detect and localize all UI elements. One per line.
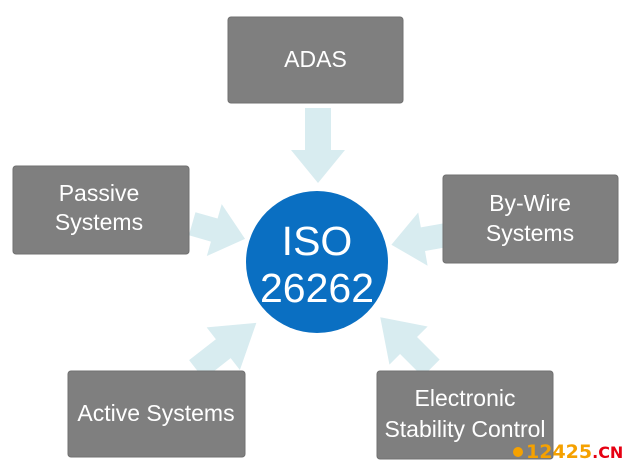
center-label-line2: 26262 bbox=[260, 265, 374, 311]
node-by-wire-systems-label-line2: Systems bbox=[486, 220, 574, 246]
watermark-suffix: .CN bbox=[592, 443, 623, 462]
node-by-wire-systems-label-line1: By-Wire bbox=[489, 190, 571, 216]
center-node-iso-26262: ISO 26262 bbox=[246, 191, 388, 333]
watermark: 12425.CN bbox=[513, 441, 623, 463]
node-by-wire-systems: By-Wire Systems bbox=[442, 174, 619, 264]
center-label-line1: ISO bbox=[282, 218, 353, 264]
watermark-dot-icon bbox=[513, 447, 523, 457]
node-active-systems-label: Active Systems bbox=[77, 400, 234, 426]
node-active-systems-box bbox=[67, 370, 246, 458]
node-adas-box bbox=[227, 16, 404, 104]
node-passive-systems-box bbox=[12, 165, 190, 255]
node-electronic-stability-control: Electronic Stability Control bbox=[376, 370, 554, 460]
node-by-wire-systems-box bbox=[442, 174, 619, 264]
node-electronic-stability-control-label-line2: Stability Control bbox=[384, 416, 545, 442]
center-circle bbox=[246, 191, 388, 333]
node-adas: ADAS bbox=[227, 16, 404, 104]
arrow-from-passive-systems bbox=[188, 204, 246, 257]
node-passive-systems-label-line2: Systems bbox=[55, 209, 143, 235]
node-passive-systems: Passive Systems bbox=[12, 165, 190, 255]
arrow-from-electronic-stability-control bbox=[380, 317, 440, 377]
arrow-from-adas bbox=[291, 108, 345, 183]
arrow-from-by-wire-systems bbox=[391, 212, 448, 266]
arrow-from-active-systems bbox=[189, 322, 257, 380]
node-passive-systems-label-line1: Passive bbox=[59, 180, 140, 206]
node-electronic-stability-control-box bbox=[376, 370, 554, 460]
node-active-systems: Active Systems bbox=[67, 370, 246, 458]
watermark-main: 12425 bbox=[526, 441, 592, 463]
node-adas-label: ADAS bbox=[284, 46, 347, 72]
watermark-text: 12425.CN bbox=[526, 441, 623, 463]
node-electronic-stability-control-label-line1: Electronic bbox=[415, 385, 516, 411]
